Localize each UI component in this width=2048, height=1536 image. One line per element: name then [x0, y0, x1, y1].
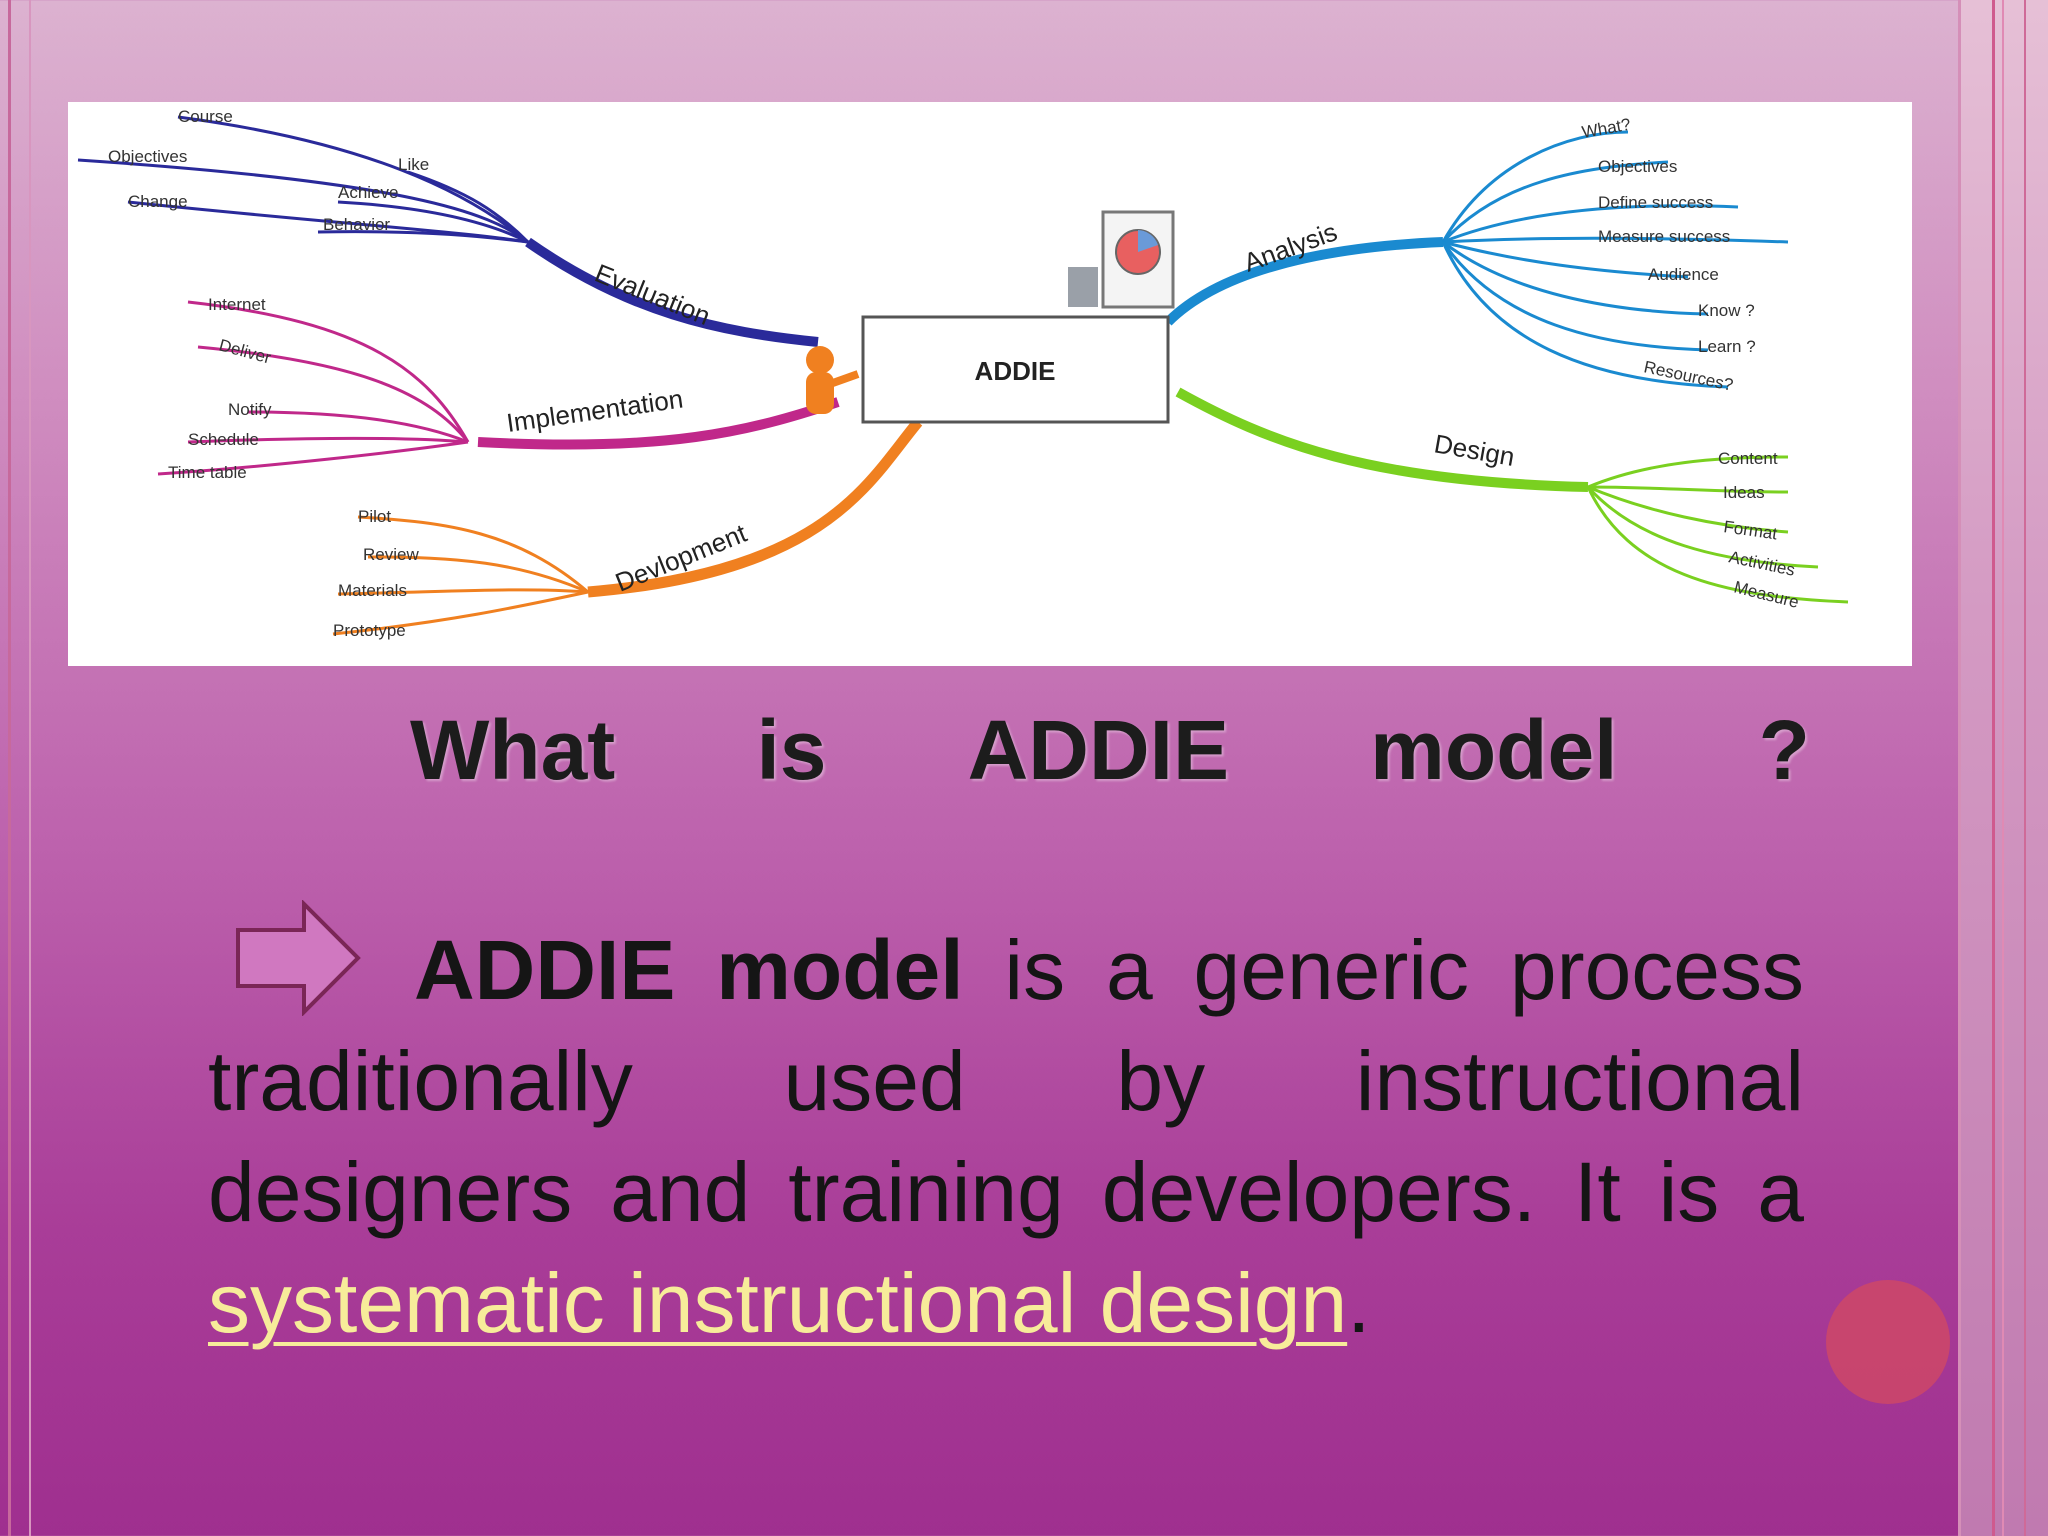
design-twig: [1586, 486, 1849, 604]
heading-word: ADDIE: [967, 702, 1229, 797]
paragraph-end: .: [1347, 1256, 1371, 1350]
left-border: [8, 0, 31, 1536]
mindmap-item: Format: [1722, 517, 1778, 543]
design-twig: [1586, 485, 1819, 569]
evaluation-twig: [317, 230, 529, 244]
analysis-twig: [1442, 240, 1709, 316]
mindmap-item: Schedule: [188, 430, 259, 449]
paragraph-text: is a generic process traditionally used …: [208, 923, 1804, 1239]
mindmap-item: Review: [363, 545, 419, 564]
analysis-twig: [1441, 160, 1669, 244]
mindmap-item: Course: [178, 107, 233, 126]
mindmap-item: Measure success: [1598, 227, 1730, 246]
mindmap-item: Measure: [1732, 577, 1801, 611]
slide-heading: What is ADDIE model ?: [410, 700, 1810, 800]
implementation-twig: [197, 345, 470, 443]
design-branch: [1175, 387, 1589, 492]
implementation-branch: [477, 397, 840, 450]
mindmap-item: Objectives: [108, 147, 187, 166]
heading-word: What: [410, 702, 616, 797]
implementation-twig: [187, 436, 469, 444]
implementation-twig: [157, 440, 469, 476]
term-bold: ADDIE model: [414, 923, 964, 1017]
implementation-label: Implementation: [505, 383, 685, 437]
evaluation-twig: [407, 170, 530, 244]
mindmap-item: Learn ?: [1698, 337, 1756, 356]
mindmap-item: Define success: [1598, 193, 1713, 212]
analysis-twig: [1441, 130, 1629, 243]
mindmap-item: Notify: [228, 400, 272, 419]
right-decorative-line: [2002, 0, 2004, 1536]
development-branch: [587, 418, 923, 598]
addie-center-box: [861, 315, 1170, 424]
mindmap-item: Behavior: [323, 215, 390, 234]
mindmap-item: Know ?: [1698, 301, 1755, 320]
definition-paragraph: ADDIE model is a generic process traditi…: [208, 915, 1804, 1359]
mindmap-item: What?: [1580, 115, 1632, 142]
implementation-twig: [187, 300, 470, 443]
addie-center-label: ADDIE: [975, 356, 1056, 386]
mindmap-item: Materials: [338, 581, 407, 600]
analysis-branch: [1164, 237, 1444, 326]
analysis-twig: [1442, 204, 1739, 244]
mindmap-item: Achieve: [338, 183, 398, 202]
mindmap-item: Content: [1718, 449, 1778, 468]
mindmap-item: Prototype: [333, 621, 406, 640]
mindmap-item: Ideas: [1723, 483, 1765, 502]
design-label: Design: [1432, 428, 1517, 472]
development-twig: [332, 590, 589, 636]
mindmap-item: Resources?: [1642, 357, 1735, 394]
mindmap-item: Objectives: [1598, 157, 1677, 176]
right-decorative-line: [1992, 0, 1995, 1536]
development-twig: [337, 588, 589, 596]
systematic-instructional-design-link[interactable]: systematic instructional design: [208, 1256, 1348, 1350]
evaluation-twig: [77, 158, 529, 244]
mindmap-item: Time table: [168, 463, 247, 482]
addie-mindmap-image: Evaluation Course Objectives Like Achiev…: [68, 102, 1912, 666]
person-figure-icon: [806, 346, 860, 414]
heading-word: ?: [1758, 702, 1810, 797]
analysis-twig: [1441, 241, 1729, 389]
analysis-twig: [1442, 240, 1689, 279]
mindmap-item: Audience: [1648, 265, 1719, 284]
bullet-arrow-icon: [236, 900, 361, 1016]
evaluation-branch: [525, 237, 819, 347]
implementation-twig: [247, 410, 469, 444]
mindmap-item: Activities: [1727, 547, 1797, 580]
design-twig: [1587, 485, 1789, 534]
mindmap-item: Pilot: [358, 507, 391, 526]
analysis-twig: [1441, 241, 1709, 352]
mindmap-item: Deliver: [217, 336, 273, 368]
evaluation-twig: [177, 115, 529, 244]
design-twig: [1587, 455, 1789, 489]
analysis-label: Analysis: [1240, 216, 1341, 277]
clipboard-chart-icon: [1068, 210, 1175, 309]
evaluation-twig: [337, 200, 529, 244]
right-decorative-line: [2024, 0, 2026, 1536]
development-twig: [367, 555, 589, 594]
mindmap-item: Internet: [208, 295, 266, 314]
decorative-circle: [1826, 1280, 1950, 1404]
design-twig: [1587, 485, 1789, 494]
heading-word: is: [756, 702, 827, 797]
heading-word: model: [1370, 702, 1618, 797]
addie-mindmap-svg: Evaluation Course Objectives Like Achiev…: [77, 107, 1849, 640]
mindmap-item: Change: [128, 192, 188, 211]
mindmap-item: Like: [398, 155, 429, 174]
development-twig: [357, 515, 589, 594]
analysis-twig: [1442, 236, 1789, 244]
development-label: Devlopment: [611, 517, 752, 597]
